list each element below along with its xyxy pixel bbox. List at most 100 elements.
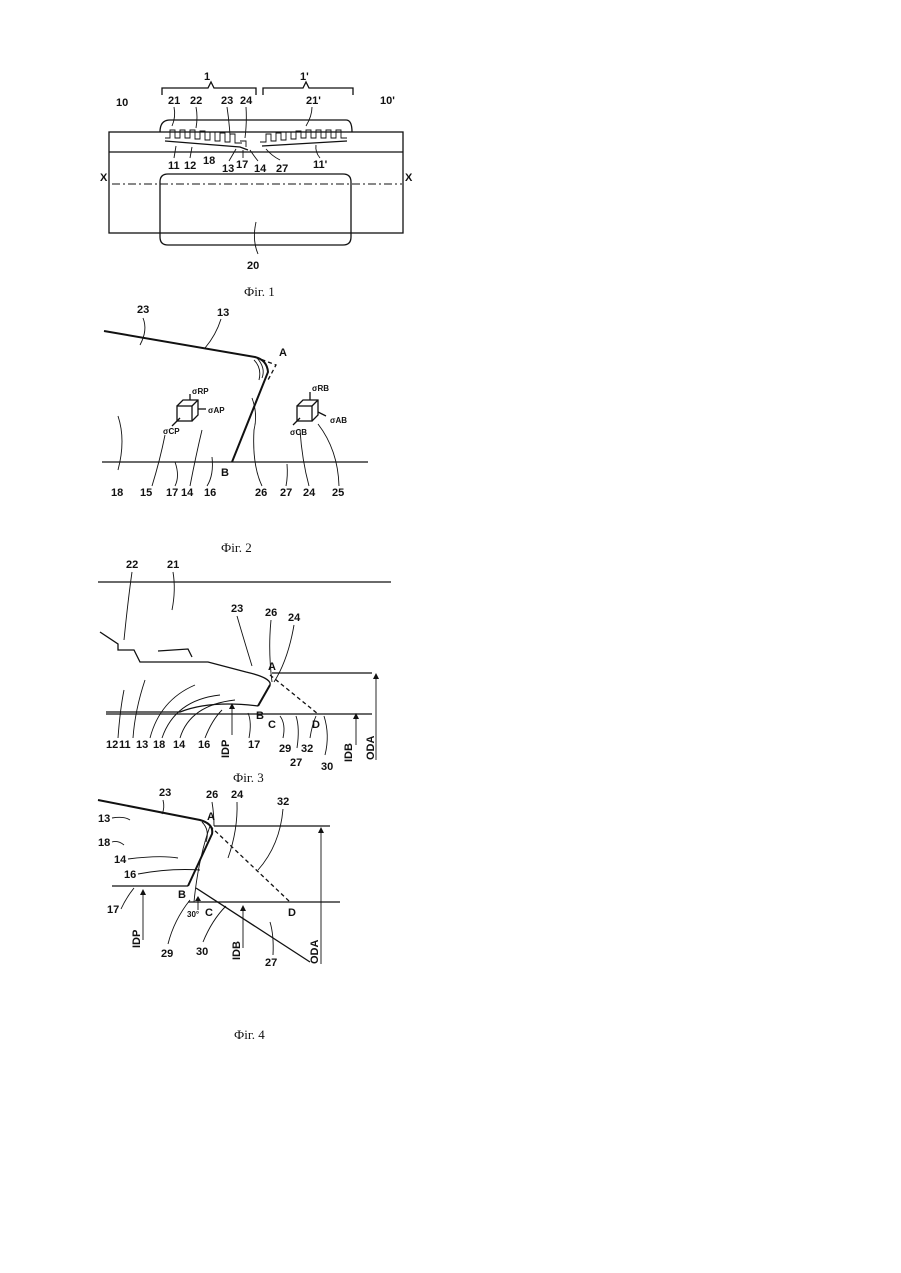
stress-cp: σCP — [163, 427, 180, 436]
label-17: 17 — [236, 159, 248, 171]
axis-x-right: X — [405, 172, 413, 184]
label-21-prime: 21' — [306, 95, 321, 107]
stress-rp: σRP — [192, 387, 209, 396]
label-16: 16 — [204, 487, 216, 499]
pin-profile — [104, 331, 268, 462]
label-29: 29 — [279, 743, 291, 755]
pin-profile — [98, 800, 212, 886]
label-23: 23 — [231, 603, 243, 615]
label-12: 12 — [184, 160, 196, 172]
point-A: A — [268, 661, 276, 673]
label-14: 14 — [114, 854, 127, 866]
label-23: 23 — [221, 95, 233, 107]
caption-fig-2: Фіг. 2 — [221, 540, 252, 555]
label-14: 14 — [173, 739, 186, 751]
stress-ap: σAP — [208, 406, 225, 415]
label-13: 13 — [136, 739, 148, 751]
label-24: 24 — [231, 789, 244, 801]
label-20: 20 — [247, 260, 259, 272]
label-17: 17 — [248, 739, 260, 751]
label-25: 25 — [332, 487, 344, 499]
figure-4: 23 26 24 32 A B C D 30° 13 18 14 16 17 — [98, 787, 340, 1042]
pin-top-profile — [100, 632, 270, 685]
label-12: 12 — [106, 739, 118, 751]
dim-IDb: IDB — [231, 941, 243, 960]
label-11: 11 — [168, 160, 180, 172]
angle-30: 30° — [187, 910, 199, 919]
label-15: 15 — [140, 487, 152, 499]
label-16: 16 — [198, 739, 210, 751]
label-10-prime: 10' — [380, 95, 395, 107]
label-30: 30 — [196, 946, 208, 958]
label-27: 27 — [265, 957, 277, 969]
coupling-sleeve — [160, 120, 352, 132]
label-14: 14 — [181, 487, 194, 499]
label-23: 23 — [137, 304, 149, 316]
label-26: 26 — [265, 607, 277, 619]
label-27: 27 — [290, 757, 302, 769]
label-27: 27 — [276, 163, 288, 175]
point-A: A — [207, 811, 215, 823]
label-21: 21 — [167, 559, 179, 571]
label-32: 32 — [301, 743, 313, 755]
label-32: 32 — [277, 796, 289, 808]
label-17: 17 — [107, 904, 119, 916]
label-24: 24 — [288, 612, 301, 624]
stress-cb: σCB — [290, 428, 307, 437]
label-27: 27 — [280, 487, 292, 499]
label-22: 22 — [126, 559, 138, 571]
label-13: 13 — [98, 813, 110, 825]
label-11: 11 — [119, 739, 131, 751]
dim-IDp: IDP — [131, 930, 143, 948]
figure-1: 1 1' 10 21 22 23 24 21' 10' X X 11 12 18 — [100, 71, 413, 299]
label-11-prime: 11' — [313, 159, 328, 171]
brace-1-prime — [263, 82, 353, 95]
label-29: 29 — [161, 948, 173, 960]
label-30: 30 — [321, 761, 333, 773]
label-26: 26 — [255, 487, 267, 499]
label-13: 13 — [222, 163, 234, 175]
dim-IDp: IDP — [220, 740, 232, 758]
block-20 — [160, 174, 351, 245]
label-21: 21 — [168, 95, 180, 107]
dim-IDb: IDB — [343, 743, 355, 762]
label-24: 24 — [303, 487, 316, 499]
label-10: 10 — [116, 97, 128, 109]
point-C: C — [205, 907, 213, 919]
caption-fig-3: Фіг. 3 — [233, 770, 264, 785]
label-26: 26 — [206, 789, 218, 801]
label-18: 18 — [203, 155, 215, 167]
label-24: 24 — [240, 95, 253, 107]
pipe-outline — [109, 132, 403, 233]
label-1-prime: 1' — [300, 71, 309, 83]
stress-cube-pin — [172, 394, 206, 426]
caption-fig-4: Фіг. 4 — [234, 1027, 265, 1042]
dim-ODa: ODA — [365, 736, 377, 761]
label-14: 14 — [254, 163, 267, 175]
point-B: B — [178, 889, 186, 901]
point-C: C — [268, 719, 276, 731]
label-16: 16 — [124, 869, 136, 881]
label-18: 18 — [111, 487, 123, 499]
label-13: 13 — [217, 307, 229, 319]
stress-ab: σAB — [330, 416, 347, 425]
stress-rb: σRB — [312, 384, 329, 393]
axis-x-left: X — [100, 172, 108, 184]
point-B: B — [221, 467, 229, 479]
brace-1 — [162, 82, 256, 95]
figure-2: 23 13 A B σRP σAP σCP — [102, 304, 368, 555]
label-18: 18 — [98, 837, 110, 849]
label-1: 1 — [204, 71, 210, 83]
dim-ODa: ODA — [309, 940, 321, 965]
label-23: 23 — [159, 787, 171, 799]
figure-3: 22 21 23 26 24 A B C D IDP IDB ODA — [98, 559, 391, 785]
label-17: 17 — [166, 487, 178, 499]
caption-fig-1: Фіг. 1 — [244, 284, 275, 299]
label-22: 22 — [190, 95, 202, 107]
stress-cube-box — [293, 392, 326, 425]
point-A: A — [279, 347, 287, 359]
point-D: D — [288, 907, 296, 919]
label-18: 18 — [153, 739, 165, 751]
point-B: B — [256, 710, 264, 722]
